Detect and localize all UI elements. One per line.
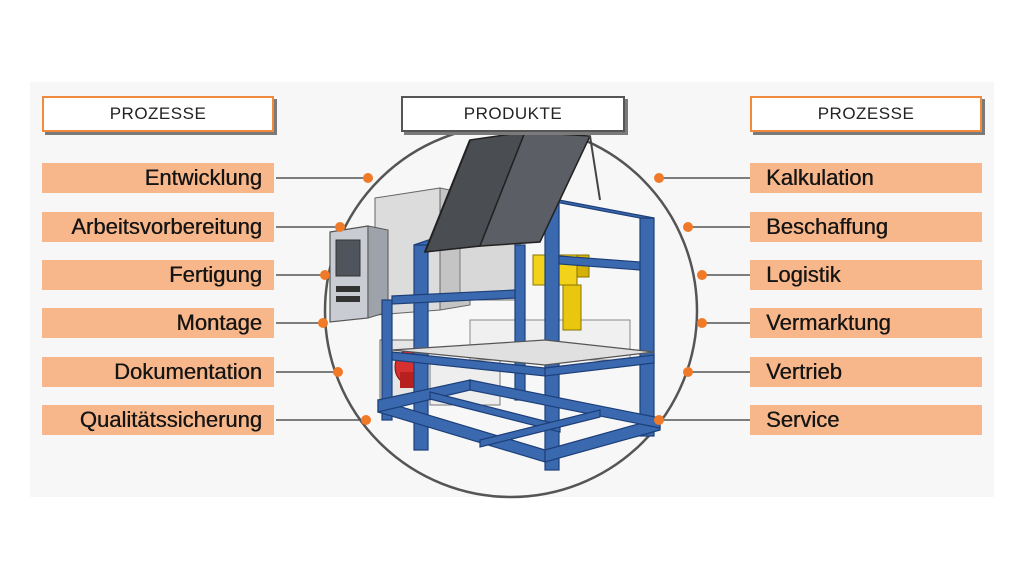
control-panel <box>329 225 389 323</box>
machine-cover <box>423 131 601 253</box>
process-label-fertigung: Fertigung <box>42 260 274 290</box>
left-processes-header: PROZESSE <box>42 96 274 132</box>
process-label-kalkulation: Kalkulation <box>750 163 982 193</box>
process-label-montage: Montage <box>42 308 274 338</box>
connector-lines <box>276 177 750 421</box>
process-label-qualitaetssicherung: Qualitätssicherung <box>42 405 274 435</box>
process-label-arbeitsvorbereitung: Arbeitsvorbereitung <box>42 212 274 242</box>
process-label-logistik: Logistik <box>750 260 982 290</box>
process-label-vertrieb: Vertrieb <box>750 357 982 387</box>
process-label-service: Service <box>750 405 982 435</box>
process-label-dokumentation: Dokumentation <box>42 357 274 387</box>
right-processes-header: PROZESSE <box>750 96 982 132</box>
products-header: PRODUKTE <box>401 96 625 132</box>
process-label-entwicklung: Entwicklung <box>42 163 274 193</box>
process-label-vermarktung: Vermarktung <box>750 308 982 338</box>
yellow-robot <box>532 254 590 331</box>
process-label-beschaffung: Beschaffung <box>750 212 982 242</box>
connector-dots <box>318 173 707 425</box>
